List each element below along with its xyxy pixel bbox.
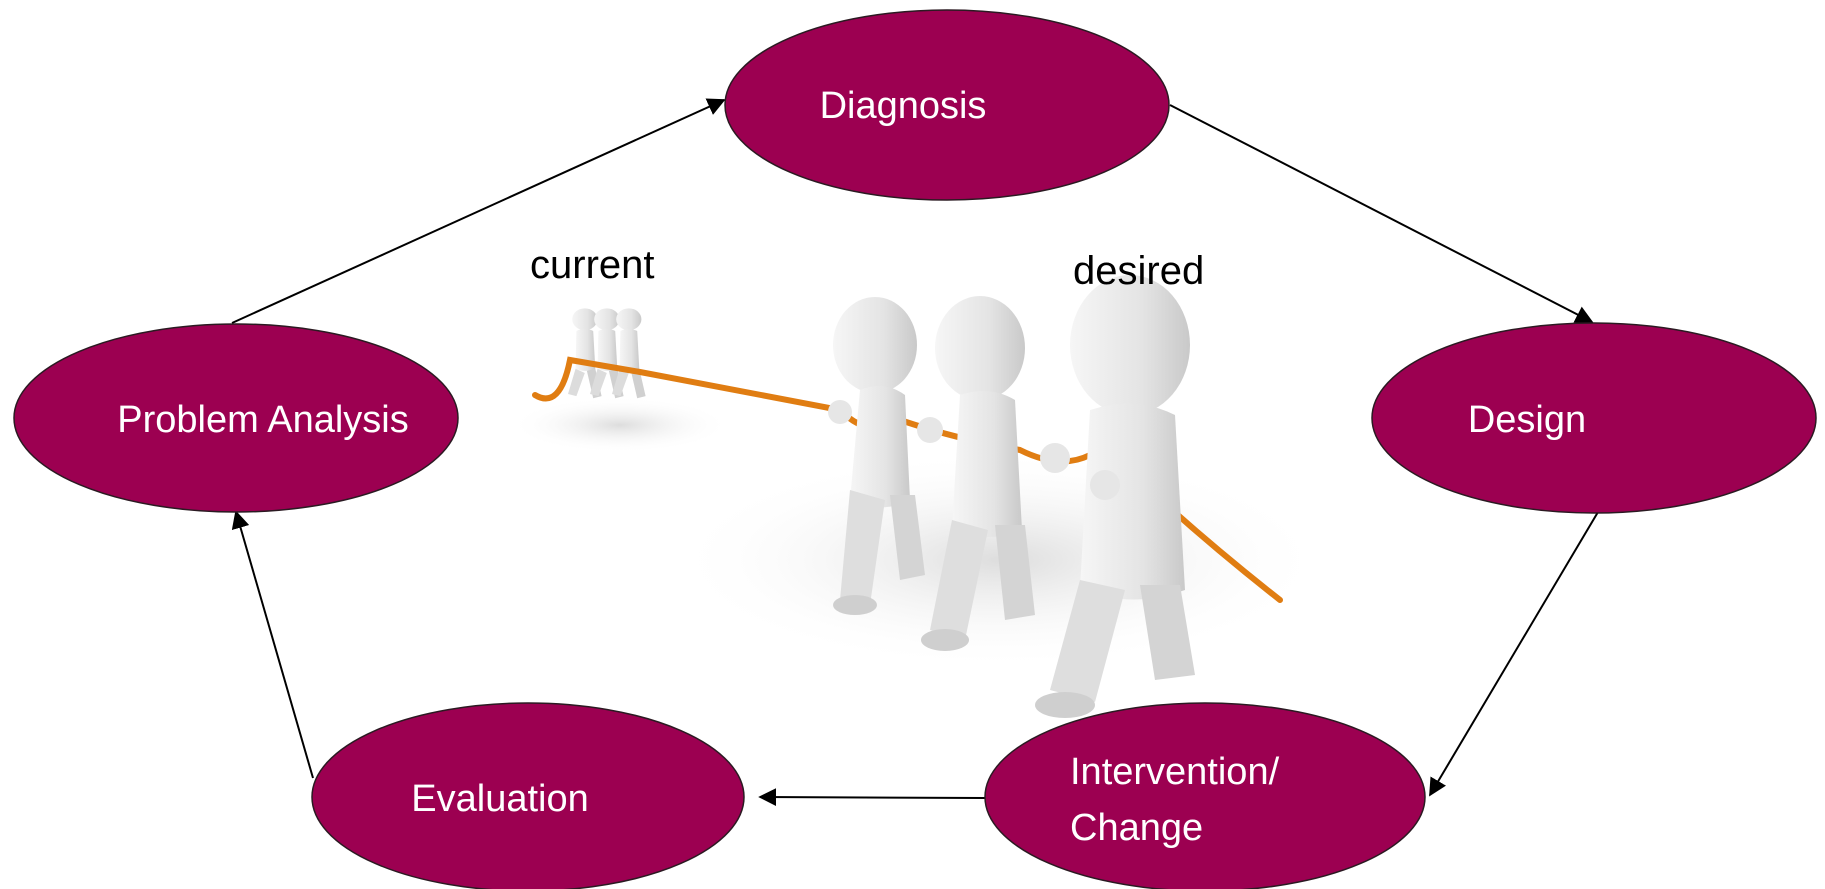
node-diagnosis: Diagnosis: [724, 9, 1170, 201]
node-problem-analysis-label: Problem Analysis: [117, 399, 408, 441]
node-intervention-label-line1: Intervention/: [1070, 751, 1280, 793]
arrow-design-to-intervention: [1429, 511, 1599, 797]
node-intervention-change: Intervention/ Change: [984, 702, 1426, 889]
current-team-figures: [568, 308, 646, 399]
desired-label: desired: [1073, 249, 1204, 293]
arrow-evaluation-to-problem-analysis: [231, 510, 314, 779]
arrow-diagnosis-to-design: [1169, 104, 1594, 323]
arrow-problem-analysis-to-diagnosis: [231, 98, 726, 324]
node-problem-analysis: Problem Analysis: [13, 323, 459, 513]
node-design-label: Design: [1468, 399, 1586, 441]
current-label: current: [530, 243, 655, 287]
node-intervention-label-line2: Change: [1070, 807, 1203, 849]
node-evaluation-label: Evaluation: [411, 778, 588, 820]
desired-team-figures: [828, 275, 1195, 718]
node-evaluation: Evaluation: [311, 702, 745, 889]
node-diagnosis-label: Diagnosis: [820, 85, 987, 127]
arrow-intervention-to-evaluation: [758, 788, 986, 807]
tug-of-war-figures-icon: current desired: [510, 243, 1330, 718]
cycle-arrows: [231, 98, 1599, 807]
node-design: Design: [1371, 322, 1817, 514]
